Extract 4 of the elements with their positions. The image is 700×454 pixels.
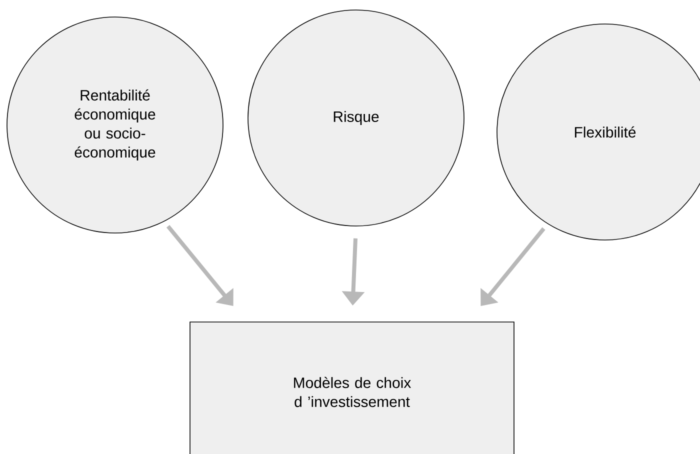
circle-node: Rentabilité économique ou socio-économique — [6, 16, 224, 234]
circle-node: Flexibilité — [496, 24, 700, 240]
circle-node: Risque — [248, 10, 464, 226]
model-box: Modèles de choix d ’investissement — [190, 322, 514, 454]
